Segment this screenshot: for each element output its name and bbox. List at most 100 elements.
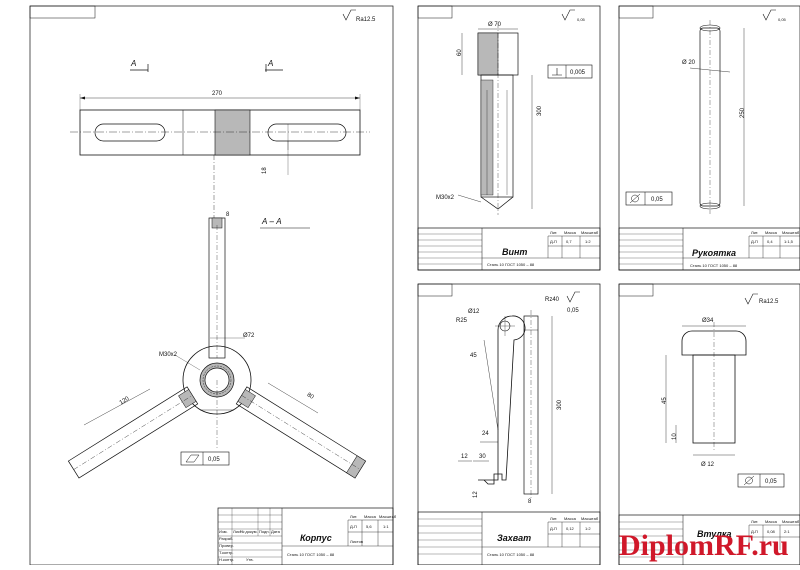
stamp-label-doc: № докум. — [240, 529, 258, 534]
roughness-icon — [561, 9, 575, 21]
clamp-profile — [478, 315, 526, 485]
korpus-material: Сталь 10 ГОСТ 1050 – 88 — [287, 552, 335, 557]
zakhvat-dim-30: 30 — [479, 454, 486, 460]
zakhvat-material: Сталь 10 ГОСТ 1050 – 88 — [487, 552, 535, 557]
section-mark-right: А — [267, 59, 273, 68]
korpus-h-scale: Масштаб — [379, 514, 397, 519]
stamp-label-list: Лист — [233, 529, 242, 534]
vtulka-mass: 0,08 — [767, 529, 776, 534]
zakhvat-dim-hole: Ø12 — [468, 309, 480, 315]
slot-left — [94, 123, 166, 142]
korpus-roughness: Ra12.5 — [356, 17, 376, 23]
arm-left — [67, 386, 199, 479]
zakhvat-h-scale: Масштаб — [581, 516, 599, 521]
dim-slot-width: 18 — [262, 167, 268, 174]
vtulka-dim-shaft: Ø 12 — [701, 462, 715, 468]
rukoyatka-name: Рукоятка — [692, 248, 736, 258]
zakhvat-roughness: Rz40 — [545, 297, 560, 303]
vint-dim-diam: Ø 70 — [488, 22, 502, 28]
vint-roughness: 0,05 — [577, 17, 586, 22]
vint-dim-head: 60 — [457, 49, 463, 56]
korpus-tolerance-frame — [180, 451, 230, 466]
vtulka-h-scale: Масштаб — [782, 519, 800, 524]
vtulka-h-lit: Лит. — [751, 519, 758, 524]
zakhvat-dim-12b: 12 — [473, 491, 479, 498]
rukoyatka-h-lit: Лит. — [751, 230, 758, 235]
sheet-vint — [417, 5, 601, 271]
dim-arm: 120 — [119, 396, 131, 407]
zakhvat-h-lit: Лит. — [550, 516, 557, 521]
vint-mass: 0,7 — [566, 239, 572, 244]
roughness-icon — [342, 9, 356, 21]
arm-right — [235, 386, 367, 479]
vint-h-scale: Масштаб — [581, 230, 599, 235]
dim-thread: M30x2 — [159, 352, 178, 358]
stamp-label-tkontr: Т.контр. — [219, 550, 234, 555]
vtulka-dim-head: Ø34 — [702, 318, 714, 324]
dim-arm2: 80 — [306, 392, 315, 401]
rukoyatka-dim-length: 250 — [740, 107, 746, 118]
korpus-scale: 1:1 — [383, 524, 389, 529]
korpus-flatness-value: 0,05 — [208, 457, 220, 463]
zakhvat-dim-12: 12 — [461, 454, 468, 460]
rukoyatka-h-scale: Масштаб — [782, 230, 800, 235]
zakhvat-mass: 0,12 — [566, 526, 575, 531]
watermark: DiplomRF.ru — [619, 529, 789, 562]
korpus-h-mass: Масса — [364, 514, 377, 519]
vtulka-dim-length: 45 — [662, 397, 668, 404]
vint-dim-length: 300 — [537, 105, 543, 116]
zakhvat-scale: 1:2 — [585, 526, 591, 531]
zakhvat-roughness2: 0,05 — [567, 308, 579, 314]
vint-dim-thread: M30x2 — [436, 195, 455, 201]
rukoyatka-tolerance-frame — [625, 191, 673, 206]
dim-tip: 8 — [226, 212, 230, 218]
vtulka-h-mass: Масса — [765, 519, 778, 524]
zakhvat-dim-8: 8 — [528, 499, 532, 505]
bushing-head — [681, 330, 747, 356]
section-mark-left: А — [130, 59, 136, 68]
sheet-rukoyatka — [618, 5, 800, 271]
vint-h-lit: Лит. — [550, 230, 557, 235]
stamp-label-utv: Утв. — [246, 557, 254, 562]
zakhvat-dim-length: 300 — [557, 399, 563, 410]
rukoyatka-lit: Д-П — [751, 239, 758, 244]
korpus-mass: 5,6 — [366, 524, 372, 529]
korpus-corner-box — [29, 5, 96, 19]
stamp-label-data: Дата — [271, 529, 281, 534]
rukoyatka-title-block — [618, 227, 800, 271]
rukoyatka-roughness: 0,05 — [778, 17, 787, 22]
sheet-korpus — [29, 5, 394, 566]
vint-name: Винт — [502, 247, 527, 257]
dim-length: 270 — [212, 91, 223, 97]
vint-title-block — [417, 227, 601, 271]
vint-perp-value: 0,005 — [570, 70, 586, 76]
stamp-label-podp: Подп. — [259, 529, 270, 534]
korpus-sheets: Листов — [350, 539, 363, 544]
korpus-name: Корпус — [300, 533, 332, 543]
vtulka-name: Втулка — [697, 529, 732, 539]
korpus-lit: Д-П — [350, 524, 357, 529]
vtulka-roughness: Ra12.5 — [759, 299, 779, 305]
vint-lit: Д-П — [550, 239, 557, 244]
stamp-label-nkontr: Н.контр. — [219, 557, 234, 562]
section-title: А – А — [261, 217, 282, 226]
vint-tolerance-frame — [547, 64, 593, 79]
hub — [182, 345, 252, 415]
rukoyatka-mass: 0,4 — [767, 239, 773, 244]
dim-bore: Ø72 — [243, 333, 255, 339]
vint-h-mass: Масса — [564, 230, 577, 235]
rukoyatka-h-mass: Масса — [765, 230, 778, 235]
zakhvat-h-mass: Масса — [564, 516, 577, 521]
rukoyatka-scale: 1:1,5 — [784, 239, 794, 244]
vtulka-tolerance-frame — [737, 473, 785, 488]
vtulka-cyl-value: 0,05 — [765, 479, 777, 485]
zakhvat-dim-45: 45 — [470, 353, 477, 359]
stamp-label-razrab: Разраб. — [219, 536, 233, 541]
zakhvat-lit: Д-П — [550, 526, 557, 531]
vint-scale: 1:2 — [585, 239, 591, 244]
rukoyatka-material: Сталь 10 ГОСТ 1050 – 88 — [690, 263, 738, 268]
vint-material: Сталь 10 ГОСТ 1050 – 88 — [487, 262, 535, 267]
vtulka-dim-10: 10 — [672, 433, 678, 440]
